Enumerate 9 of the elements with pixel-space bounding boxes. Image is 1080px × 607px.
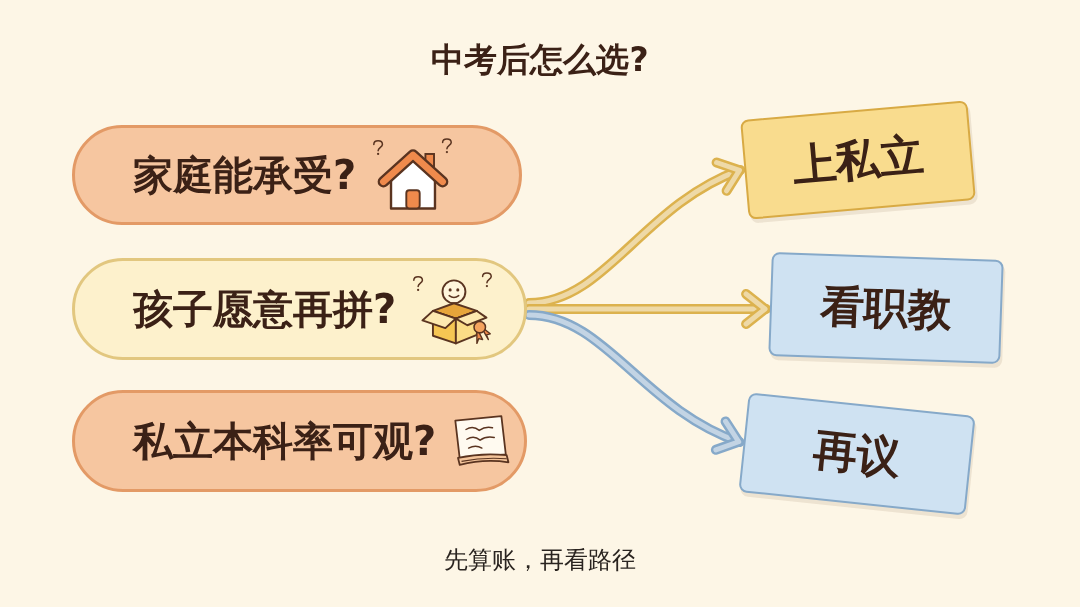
arrow [524, 310, 745, 454]
option-card: 再议 [738, 392, 976, 516]
option-card: 上私立 [740, 100, 976, 220]
question-text: 家庭能承受? [133, 153, 357, 197]
question-text: 私立本科率可观? [133, 419, 437, 463]
title: 中考后怎么选? [431, 40, 649, 79]
option-card: 看职教 [768, 252, 1004, 364]
caption: 先算账，再看路径 [444, 546, 636, 574]
question-text: 孩子愿意再拼? [133, 287, 397, 331]
